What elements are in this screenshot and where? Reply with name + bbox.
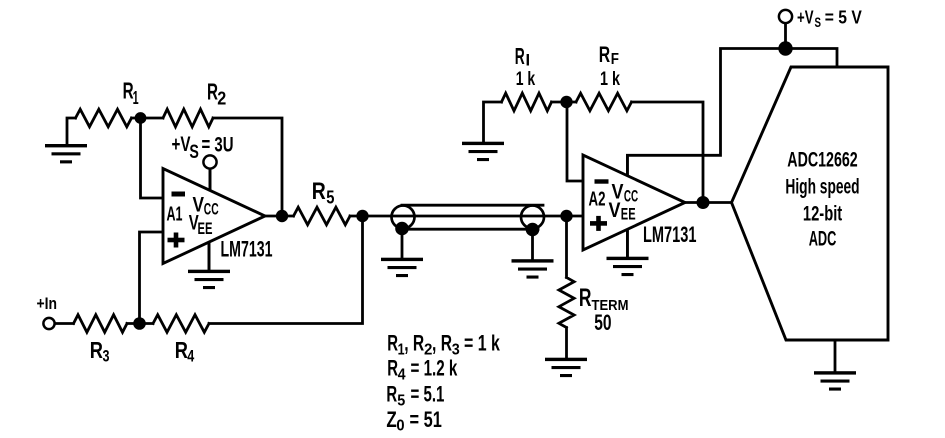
svg-text:S: S [189,142,199,163]
svg-text:2: 2 [424,342,432,359]
svg-text:4: 4 [187,346,194,365]
svg-text:V: V [189,212,199,235]
svg-text:ADC12662: ADC12662 [787,148,857,171]
svg-text:R: R [123,78,134,104]
svg-text:A1: A1 [167,202,183,225]
svg-text:R: R [175,337,188,363]
svg-text:3: 3 [452,342,460,359]
svg-text:1: 1 [398,342,405,359]
svg-text:+V: +V [797,7,814,28]
svg-text:= 3U: = 3U [202,134,234,157]
svg-text:R: R [515,43,525,69]
svg-text:I: I [526,51,531,70]
svg-text:R: R [312,178,326,205]
svg-text:ADC: ADC [809,228,837,251]
svg-text:CC: CC [204,200,219,219]
svg-text:1 k: 1 k [516,69,536,90]
svg-text:R: R [207,78,218,104]
svg-text:R: R [387,330,398,355]
svg-text:1 k: 1 k [600,69,620,90]
svg-text:= 51: = 51 [410,407,442,432]
svg-text:3: 3 [103,346,110,365]
svg-text:High speed: High speed [785,176,859,199]
svg-text:CC: CC [624,188,638,206]
svg-text:0: 0 [396,418,404,435]
svg-text:R: R [387,355,398,380]
svg-text:R: R [599,42,610,67]
svg-text:= 5.1: = 5.1 [411,382,445,407]
svg-text:, R: , R [404,330,424,355]
svg-text:LM7131: LM7131 [643,222,697,247]
svg-text:50: 50 [594,310,611,335]
svg-text:R: R [90,337,103,363]
svg-text:V: V [609,199,621,222]
svg-text:V: V [612,180,624,203]
svg-text:R: R [386,382,397,407]
svg-text:F: F [611,51,619,68]
svg-text:5: 5 [326,188,334,208]
svg-text:S: S [815,15,822,30]
svg-text:R: R [579,284,592,312]
svg-text:, R: , R [432,330,452,355]
svg-text:2: 2 [217,89,226,109]
svg-text:LM7131: LM7131 [221,237,273,262]
svg-text:+In: +In [37,294,58,313]
svg-text:V: V [193,194,205,217]
svg-text:1: 1 [133,88,139,108]
svg-text:EE: EE [621,205,636,223]
svg-text:12-bit: 12-bit [803,202,842,225]
svg-text:A2: A2 [589,188,606,210]
svg-text:5: 5 [397,393,405,410]
svg-text:4: 4 [398,367,406,384]
svg-text:= 5 V: = 5 V [825,7,863,28]
svg-text:TERM: TERM [592,298,629,314]
svg-text:= 1.2 k: = 1.2 k [411,355,458,380]
svg-text:Z: Z [386,407,396,432]
svg-text:EE: EE [198,219,213,238]
svg-text:= 1 k: = 1 k [464,330,500,355]
svg-text:+V: +V [172,133,191,156]
